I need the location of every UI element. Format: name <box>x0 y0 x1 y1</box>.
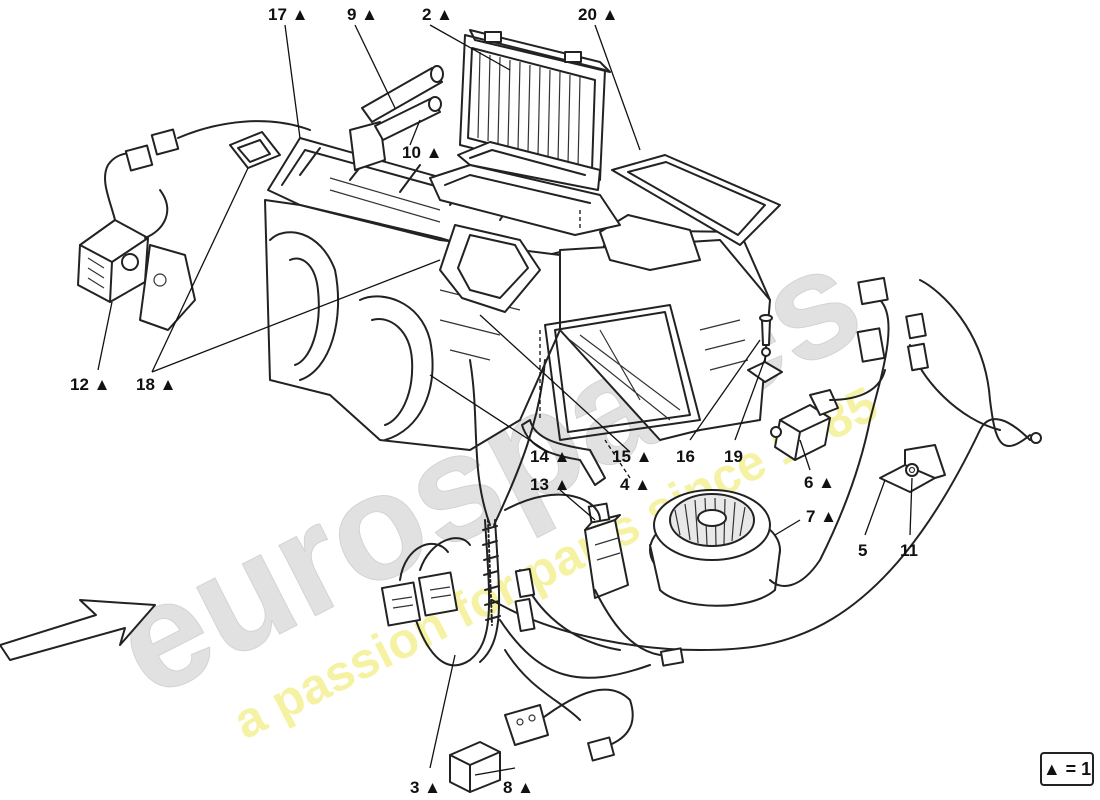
hvac-housing <box>229 121 771 451</box>
callout-2: 2 ▲ <box>422 5 453 24</box>
callout-17: 17 ▲ <box>268 5 308 24</box>
legend-box: ▲ = 1 <box>1040 752 1094 786</box>
callout-20: 20 ▲ <box>578 5 618 24</box>
callout-12: 12 ▲ <box>70 375 110 394</box>
callout-11: 11 <box>900 541 918 560</box>
callout-10: 10 ▲ <box>402 143 442 162</box>
callout-6: 6 ▲ <box>804 473 835 492</box>
blower-motor-7 <box>649 489 781 607</box>
drain-tubes <box>361 65 444 141</box>
actuator-12 <box>77 120 311 331</box>
callout-4: 4 ▲ <box>620 475 651 494</box>
callout-14: 14 ▲ <box>530 447 570 466</box>
seal-frame-20 <box>611 154 781 246</box>
callout-18: 18 ▲ <box>136 375 176 394</box>
relay-8 <box>449 704 549 793</box>
callout-13: 13 ▲ <box>530 475 570 494</box>
switch-6 <box>770 389 839 461</box>
leader-lines <box>97 24 913 776</box>
callout-16: 16 <box>676 447 695 466</box>
callout-labels: 17 ▲ 9 ▲ 2 ▲ 20 ▲ 10 ▲ 12 ▲ 18 ▲ 14 ▲ 15… <box>70 5 918 797</box>
filter-frame <box>429 141 621 236</box>
callout-15: 15 ▲ <box>612 447 652 466</box>
callout-9: 9 ▲ <box>347 5 378 24</box>
bracket-5 <box>879 444 946 493</box>
callout-7: 7 ▲ <box>806 507 837 526</box>
screw-16-19 <box>747 314 783 383</box>
legend-text: ▲ = 1 <box>1042 758 1092 779</box>
callout-3: 3 ▲ <box>410 778 441 797</box>
callout-8: 8 ▲ <box>503 778 534 797</box>
wiring-harness-3 <box>380 276 1042 762</box>
arrow-right-icon <box>0 599 156 661</box>
callout-19: 19 <box>724 447 743 466</box>
callout-5: 5 <box>858 541 867 560</box>
